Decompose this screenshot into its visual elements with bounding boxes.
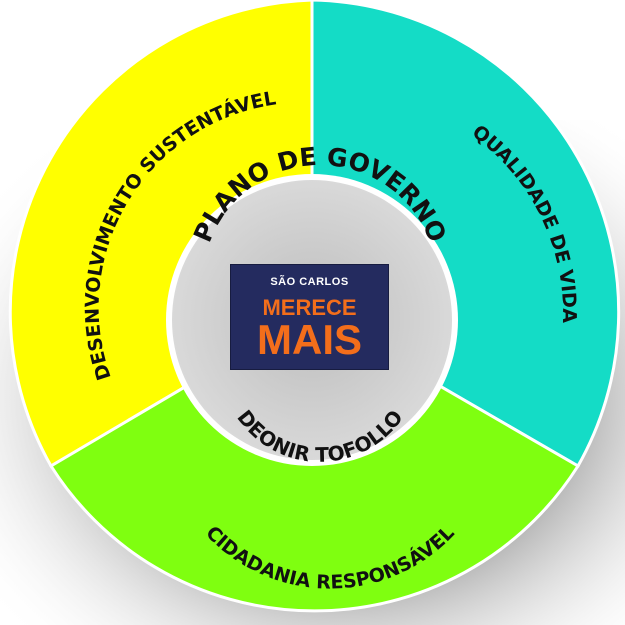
logo-mais-text: MAIS [257, 316, 362, 363]
logo-city-text: SÃO CARLOS [270, 276, 349, 288]
logo-merece-text: MERECE [262, 295, 357, 320]
merece-mais-logo: SÃO CARLOS MERECE MAIS [230, 264, 389, 370]
